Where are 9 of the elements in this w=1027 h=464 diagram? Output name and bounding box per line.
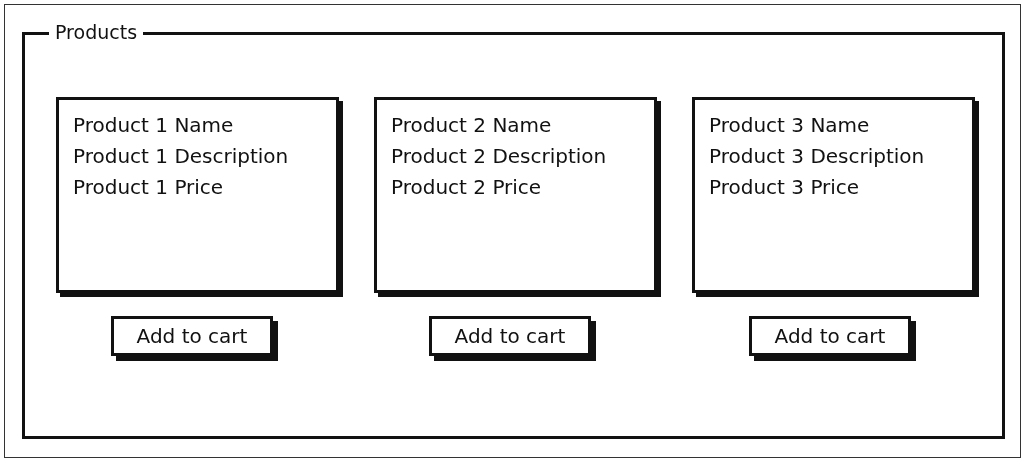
product-price: Product 2 Price (391, 174, 543, 201)
product-price: Product 1 Price (73, 174, 225, 201)
product-description: Product 3 Description (709, 143, 926, 170)
product-description: Product 1 Description (73, 143, 290, 170)
product-name: Product 2 Name (391, 112, 553, 139)
product-name: Product 1 Name (73, 112, 235, 139)
product-name: Product 3 Name (709, 112, 871, 139)
product-description: Product 2 Description (391, 143, 608, 170)
product-price: Product 3 Price (709, 174, 861, 201)
